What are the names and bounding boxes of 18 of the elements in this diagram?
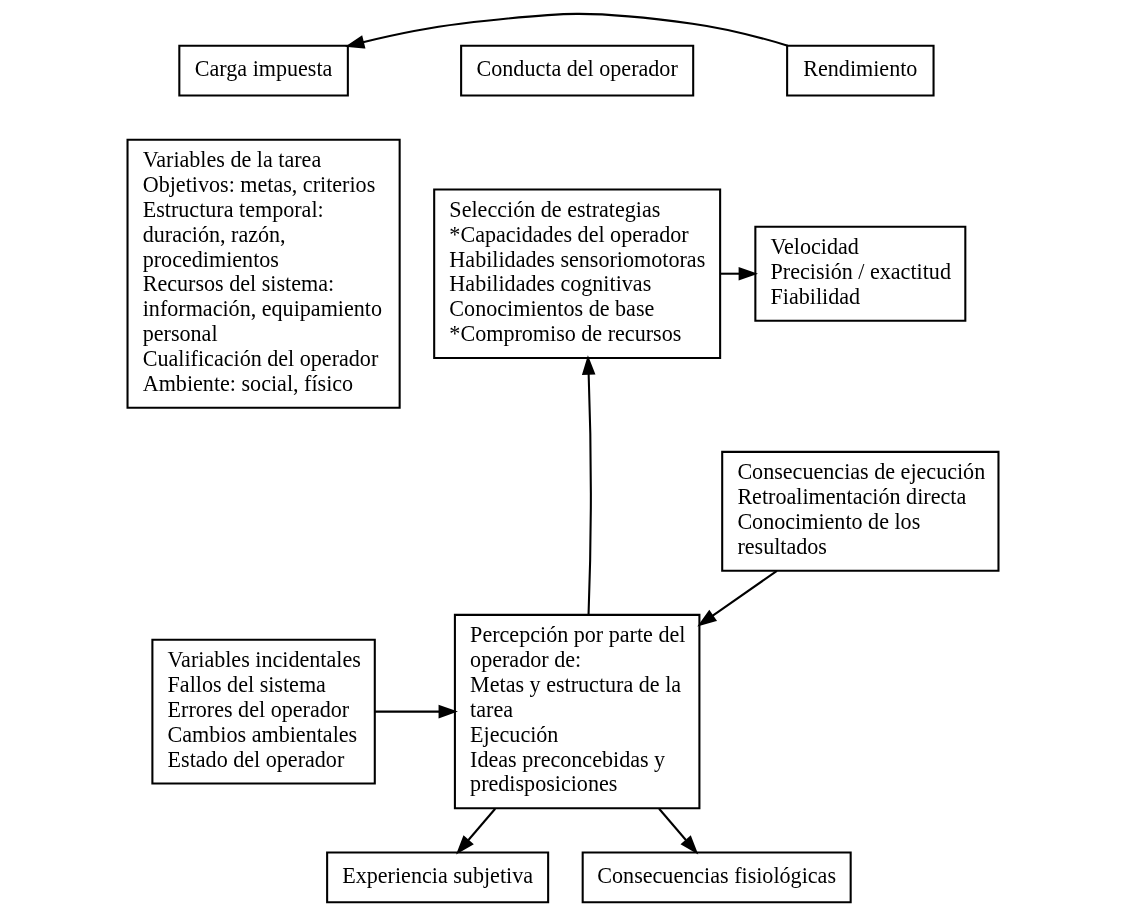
node-box: Consecuencias fisiológicas xyxy=(581,851,852,904)
node-box: Percepción por parte del operador de: Metas y estructura de la tarea Ejecución Ideas preconcebidas y predisposiciones xyxy=(453,613,701,810)
arrow xyxy=(345,12,788,49)
arrow xyxy=(658,808,699,855)
node-box: Variables incidentales Fallos del sistema Errores del operador Cambios ambientales Estado del operador xyxy=(151,638,376,785)
arrow xyxy=(456,808,496,855)
arrow xyxy=(581,355,596,615)
node-box: Experiencia subjetiva xyxy=(326,851,550,904)
node-box: Consecuencias de ejecución Retroalimentación directa Conocimiento de los resultados xyxy=(721,450,1000,572)
arrow xyxy=(720,266,758,281)
arrow xyxy=(375,704,458,719)
node-box: Rendimiento xyxy=(786,44,935,97)
node-box: Velocidad Precisión / exactitud Fiabilidad xyxy=(754,225,967,322)
node-box: Selección de estrategias *Capacidades del operador Habilidades sensoriomotoras Habilidades cognitivas Conocimientos de base *Compromiso de recursos xyxy=(433,188,722,359)
node-box: Carga impuesta xyxy=(178,44,349,97)
node-box: Conducta del operador xyxy=(460,44,695,97)
arrow xyxy=(697,570,778,627)
node-box: Variables de la tarea Objetivos: metas, criterios Estructura temporal: duración, razón, procedimientos Recursos del sistema: información, equipamiento personal Cualificación del operador Ambiente: social, físico xyxy=(126,138,401,409)
